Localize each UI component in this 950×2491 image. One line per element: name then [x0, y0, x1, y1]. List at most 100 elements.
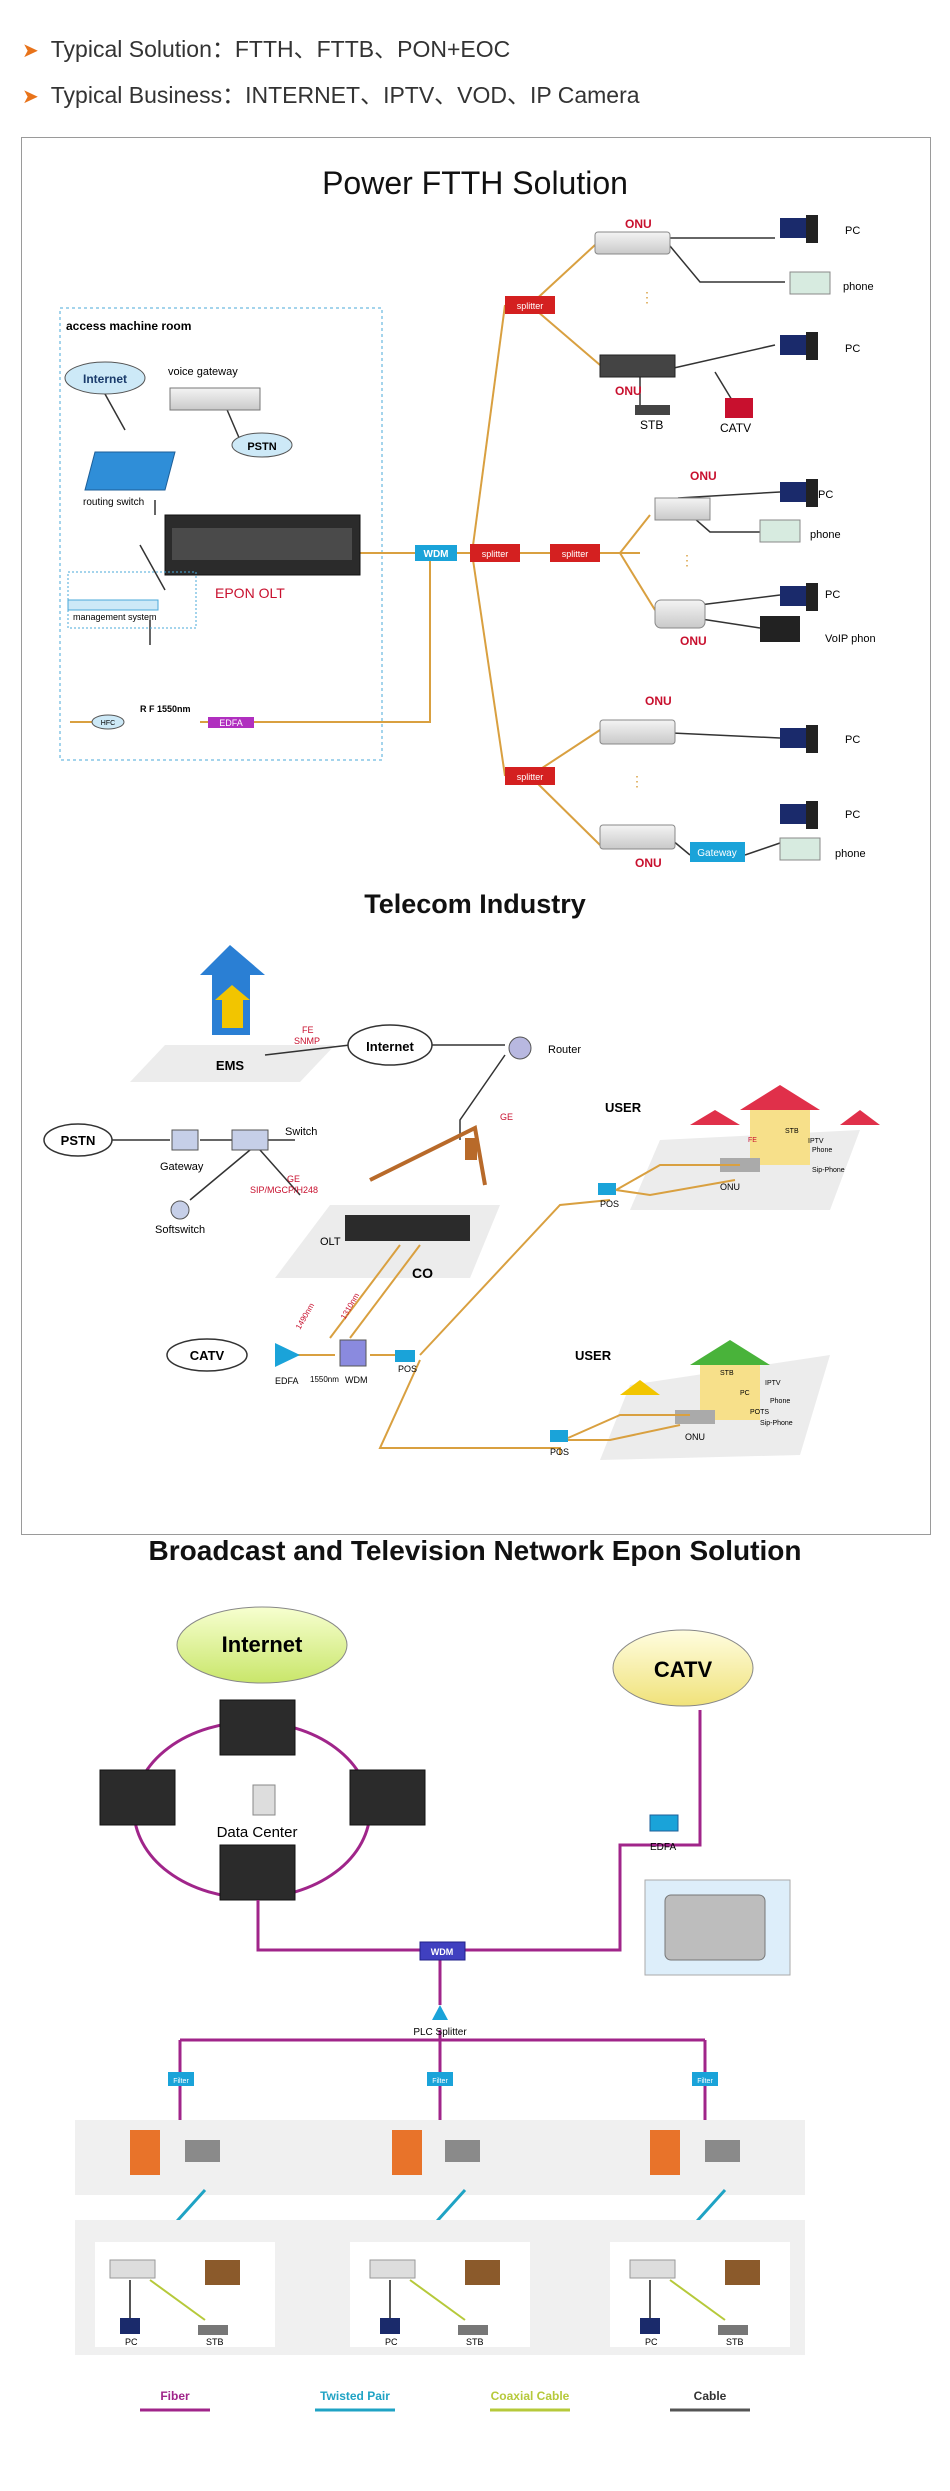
onu-label-4: ONU: [680, 634, 707, 648]
data-center-nodes: [99, 1699, 426, 1901]
typical-solution-text: Typical Solution：FTTH、FTTB、PON+EOC: [50, 36, 511, 62]
legend-twisted-pair: Twisted Pair: [320, 2389, 390, 2403]
svg-text:phone: phone: [810, 529, 841, 541]
svg-text:FE: FE: [748, 1137, 757, 1144]
home-labels: PC STB PC STB PC STB: [125, 2337, 744, 2347]
epon-olt-label: EPON OLT: [215, 585, 285, 601]
typical-business-text: Typical Business：INTERNET、IPTV、VOD、IP Ca…: [50, 82, 640, 108]
broadcast-edfa-label: EDFA: [650, 1842, 676, 1853]
svg-text:PC: PC: [818, 489, 833, 501]
user-label-2: USER: [575, 1348, 612, 1363]
management-system-label: management system: [73, 612, 157, 622]
building-units: [130, 2130, 740, 2175]
svg-text:STB: STB: [720, 1370, 734, 1377]
ge-label-1: GE: [500, 1112, 513, 1122]
telecom-gateway-label: Gateway: [160, 1161, 204, 1173]
legend: Fiber Twisted Pair Coaxial Cable Cable: [140, 2389, 750, 2412]
splitter-1: splitter: [517, 301, 544, 311]
svg-text:phone: phone: [835, 848, 866, 860]
onu-label-5: ONU: [645, 694, 672, 708]
svg-text:IPTV: IPTV: [808, 1138, 824, 1145]
svg-text:VoIP phon: VoIP phon: [825, 633, 876, 645]
telecom-internet-cloud: Internet: [366, 1039, 414, 1054]
svg-text:phone: phone: [843, 281, 874, 293]
broadcast-internet-cloud: Internet: [222, 1632, 303, 1657]
splitter-3: splitter: [562, 549, 589, 559]
broadcast-wdm-label: WDM: [431, 1947, 454, 1957]
voice-gateway-device: [169, 387, 261, 411]
ems-label: EMS: [216, 1058, 245, 1073]
splitter-2: splitter: [482, 549, 509, 559]
orange-arrow-icon: ➤: [22, 86, 39, 108]
broadcast-catv-cloud: CATV: [654, 1657, 713, 1682]
pos-label-3: POS: [550, 1447, 569, 1457]
svg-text:STB: STB: [785, 1128, 799, 1135]
co-label: CO: [412, 1265, 433, 1281]
nm1490-label: 1490nm: [294, 1301, 316, 1331]
svg-text:Filter: Filter: [173, 2078, 189, 2085]
filters: Filter Filter Filter: [168, 2072, 718, 2086]
svg-text:⋮: ⋮: [630, 773, 644, 789]
telecom-title: Telecom Industry: [364, 889, 586, 919]
telecom-wdm-label: WDM: [345, 1375, 368, 1385]
routing-switch-label: routing switch: [83, 497, 144, 508]
user-label-1: USER: [605, 1100, 642, 1115]
svg-text:PC: PC: [845, 809, 860, 821]
routing-switch-device: [84, 451, 176, 491]
machine-room-label: access machine room: [66, 319, 191, 333]
onu-label-3: ONU: [690, 469, 717, 483]
svg-text:⋮: ⋮: [680, 552, 694, 568]
svg-text:PC: PC: [645, 2337, 658, 2347]
typical-solution-line: ➤Typical Solution：FTTH、FTTB、PON+EOC: [22, 30, 510, 64]
svg-text:PC: PC: [845, 343, 860, 355]
hfc-label: HFC: [101, 720, 115, 727]
rf-1550-label: R F 1550nm: [140, 704, 191, 714]
svg-text:PC: PC: [125, 2337, 138, 2347]
telecom-switch-label: Switch: [285, 1126, 317, 1138]
ftth-pstn-cloud: PSTN: [247, 441, 276, 453]
telecom-catv-cloud: CATV: [190, 1348, 225, 1363]
legend-coaxial: Coaxial Cable: [491, 2389, 570, 2403]
router-label: Router: [548, 1044, 581, 1056]
svg-text:Filter: Filter: [432, 2078, 448, 2085]
svg-text:STB: STB: [726, 2337, 744, 2347]
ftth-diagram: access machine room: [59, 215, 876, 870]
svg-text:POTS: POTS: [750, 1409, 769, 1416]
onu-label-1: ONU: [625, 217, 652, 231]
snmp-label: SNMP: [294, 1036, 320, 1046]
svg-text:PC: PC: [740, 1390, 750, 1397]
pos-label-1: POS: [398, 1364, 417, 1374]
ftth-internet-cloud: Internet: [83, 372, 127, 386]
svg-text:PC: PC: [825, 589, 840, 601]
plc-splitter-label: PLC Splitter: [413, 2027, 467, 2038]
ftth-pcs: [780, 215, 818, 829]
nm1310-label: 1310nm: [339, 1291, 361, 1321]
svg-text:Sip-Phone: Sip-Phone: [812, 1167, 845, 1174]
ftth-stb-label: STB: [640, 418, 663, 432]
svg-text:IPTV: IPTV: [765, 1380, 781, 1387]
telecom-edfa-label: EDFA: [275, 1376, 299, 1386]
legend-fiber: Fiber: [160, 2389, 190, 2403]
telecom-onu-label-2: ONU: [685, 1432, 705, 1442]
svg-text:PC: PC: [845, 225, 860, 237]
ftth-onus: ONU ONU ONU ONU ONU ONU: [594, 217, 717, 870]
ftth-telecom-frame: [21, 137, 931, 1535]
sip-label: SIP/MGCP/H248: [250, 1185, 318, 1195]
telecom-diagram: EMS FE SNMP Internet Router GE PSTN Gate…: [43, 945, 880, 1460]
data-center-label: Data Center: [217, 1824, 298, 1841]
splitter-4: splitter: [517, 772, 544, 782]
home-devices: [109, 2259, 760, 2335]
nm1550-label: 1550nm: [310, 1375, 339, 1384]
cable-lines: [129, 2280, 651, 2320]
svg-text:STB: STB: [466, 2337, 484, 2347]
svg-text:Sip-Phone: Sip-Phone: [760, 1420, 793, 1427]
svg-text:PC: PC: [385, 2337, 398, 2347]
ftth-splitters: splitter splitter splitter splitter: [470, 296, 600, 785]
broadcast-diagram: Internet CATV Data Center ED: [75, 1606, 805, 2412]
olt-label: OLT: [320, 1236, 341, 1248]
ge-label-2: GE: [287, 1174, 300, 1184]
fe-label: FE: [302, 1025, 314, 1035]
ftth-catv-label: CATV: [720, 421, 751, 435]
coax-lines: [149, 2279, 726, 2321]
